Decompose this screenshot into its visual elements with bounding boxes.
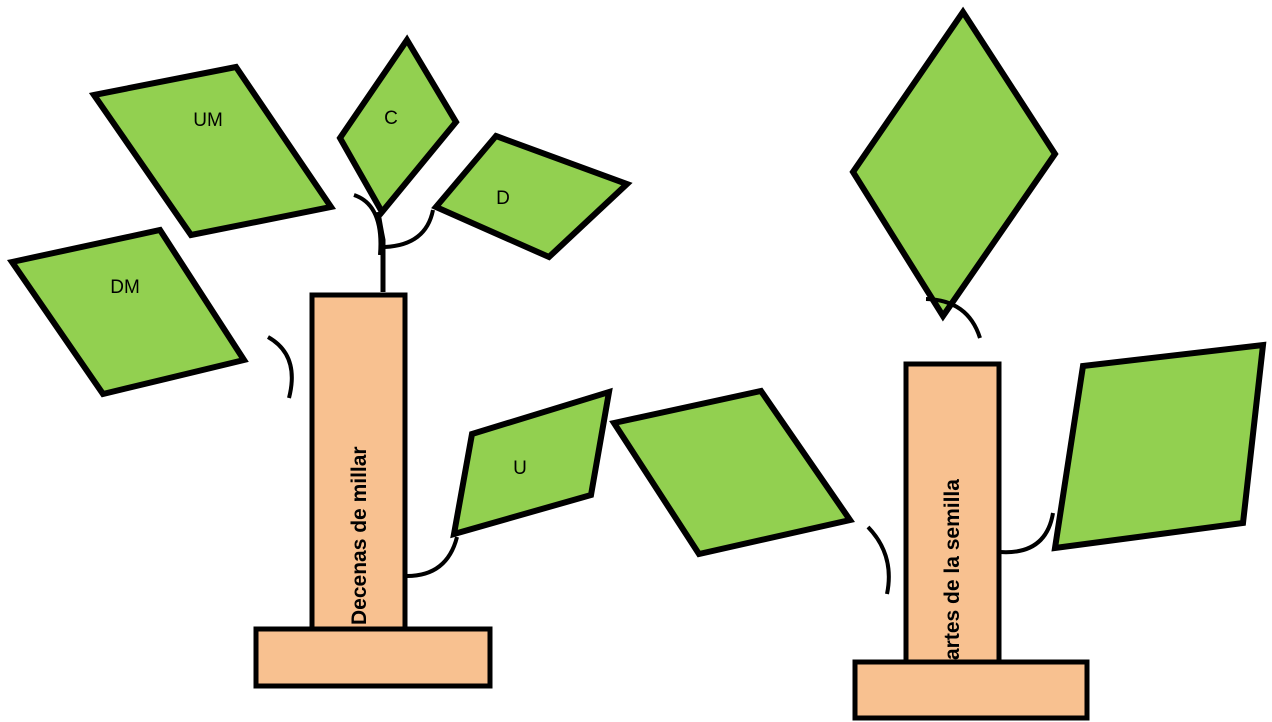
leaf-dm-label: DM: [110, 277, 140, 298]
leaf-top-right: [849, 6, 1059, 322]
middle-stem-connector: [866, 525, 891, 595]
left-pot-base: [253, 626, 493, 689]
left-trunk-label: Decenas de millar: [348, 446, 371, 625]
right-stem-connector: [999, 512, 1055, 555]
right-pot-base: [852, 659, 1090, 721]
right-top-stem-connector: [925, 297, 982, 339]
leaf-right: [1051, 341, 1267, 552]
right-plant: Partes de la semilla: [849, 6, 1267, 721]
leaf-d: [431, 132, 633, 261]
left-stem-connector-u: [406, 536, 459, 578]
middle-leaf-group: [609, 387, 891, 595]
leaf-u-label: U: [513, 458, 527, 479]
left-trunk: [309, 292, 408, 636]
leaf-u: [450, 387, 613, 539]
leaf-um: [88, 63, 337, 239]
leaf-c-label: C: [384, 108, 398, 129]
leaf-c: [336, 34, 460, 218]
left-plant: UM C D DM U Decenas de millar: [6, 34, 633, 689]
right-trunk-label: Partes de la semilla: [941, 479, 964, 674]
left-stem-connector-d: [384, 209, 435, 249]
leaf-d-label: D: [496, 188, 510, 209]
left-stem-connector-c: [353, 193, 383, 256]
leaf-dm: [6, 226, 249, 398]
left-stem-connector-dm: [266, 335, 294, 399]
leaf-middle: [609, 387, 855, 558]
leaf-um-label: UM: [193, 110, 223, 131]
right-trunk: [903, 361, 1002, 667]
